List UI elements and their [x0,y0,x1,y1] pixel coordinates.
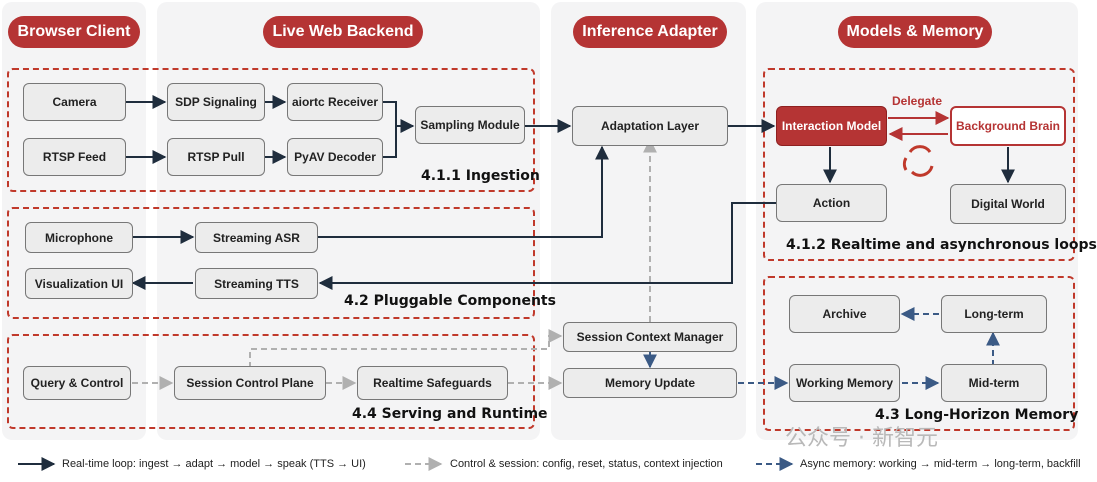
cycle-icon [902,145,934,177]
realtime-safeguards-box: Realtime Safeguards [357,366,508,400]
group-title-ingestion: 4.1.1 Ingestion [421,168,540,184]
background-brain-box: Background Brain [950,106,1066,146]
group-serving [7,334,535,429]
header-models-memory: Models & Memory [838,16,992,48]
header-inference-adapter: Inference Adapter [573,16,727,48]
pyav-decoder-box: PyAV Decoder [287,138,383,176]
group-title-realtime: 4.1.2 Realtime and asynchronous loops [786,237,1097,253]
query-control-box: Query & Control [23,366,131,400]
session-control-plane-box: Session Control Plane [174,366,326,400]
aiortc-receiver-box: aiortc Receiver [287,83,383,121]
group-pluggable [7,207,535,319]
working-memory-box: Working Memory [789,364,900,402]
sampling-module-box: Sampling Module [415,106,525,144]
sdp-signaling-box: SDP Signaling [167,83,265,121]
long-term-box: Long-term [941,295,1047,333]
legend-realtime: Real-time loop: ingest → adapt → model →… [62,458,366,470]
legend-async: Async memory: working → mid-term → long-… [800,458,1081,470]
visualization-ui-box: Visualization UI [25,268,133,299]
rtsp-pull-box: RTSP Pull [167,138,265,176]
group-title-serving: 4.4 Serving and Runtime [352,406,548,422]
legend-control: Control & session: config, reset, status… [450,458,723,470]
mid-term-box: Mid-term [941,364,1047,402]
group-memory [763,276,1075,431]
streaming-asr-box: Streaming ASR [195,222,318,253]
action-box: Action [776,184,887,222]
session-context-manager-box: Session Context Manager [563,322,737,352]
archive-box: Archive [789,295,900,333]
header-browser-client: Browser Client [8,16,140,48]
group-realtime [763,68,1075,261]
header-live-web-backend: Live Web Backend [263,16,423,48]
delegate-label: Delegate [892,94,943,108]
group-title-memory: 4.3 Long-Horizon Memory [875,407,1079,423]
digital-world-box: Digital World [950,184,1066,224]
rtsp-feed-box: RTSP Feed [23,138,126,176]
group-title-pluggable: 4.2 Pluggable Components [344,293,556,309]
microphone-box: Microphone [25,222,133,253]
group-ingestion [7,68,535,192]
streaming-tts-box: Streaming TTS [195,268,318,299]
watermark-text: 公众号 · 新智元 [785,426,938,451]
camera-box: Camera [23,83,126,121]
adaptation-layer-box: Adaptation Layer [572,106,728,146]
interaction-model-box: Interaction Model [776,106,887,146]
memory-update-box: Memory Update [563,368,737,398]
